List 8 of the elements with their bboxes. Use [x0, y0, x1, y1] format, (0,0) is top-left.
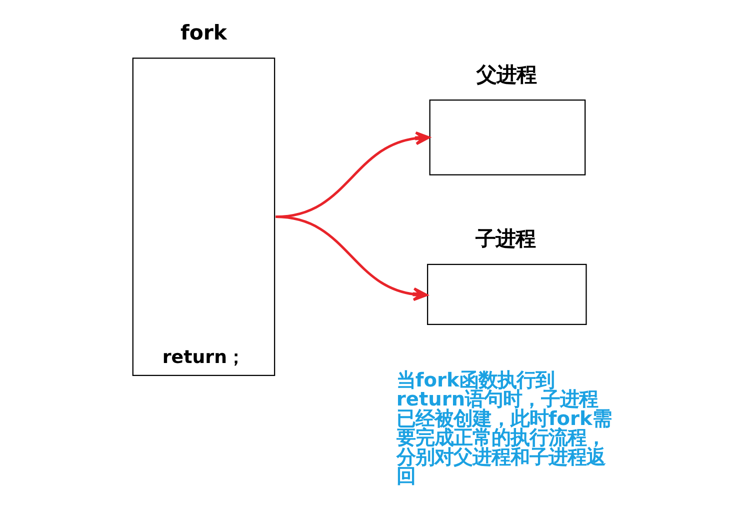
label: 当fork函数执行到return语句时，子进程已经被创建，此时fork需要完成正常的执行流程，分别对父进程和子进程返回 [396, 368, 611, 488]
arrow [275, 216, 428, 302]
node-box [428, 100, 586, 176]
node-box [426, 264, 586, 326]
node-label: fork [180, 20, 226, 44]
node-label: 父进程 [476, 62, 536, 86]
node-label: 子进程 [475, 226, 536, 251]
node-box: return； [132, 58, 275, 376]
